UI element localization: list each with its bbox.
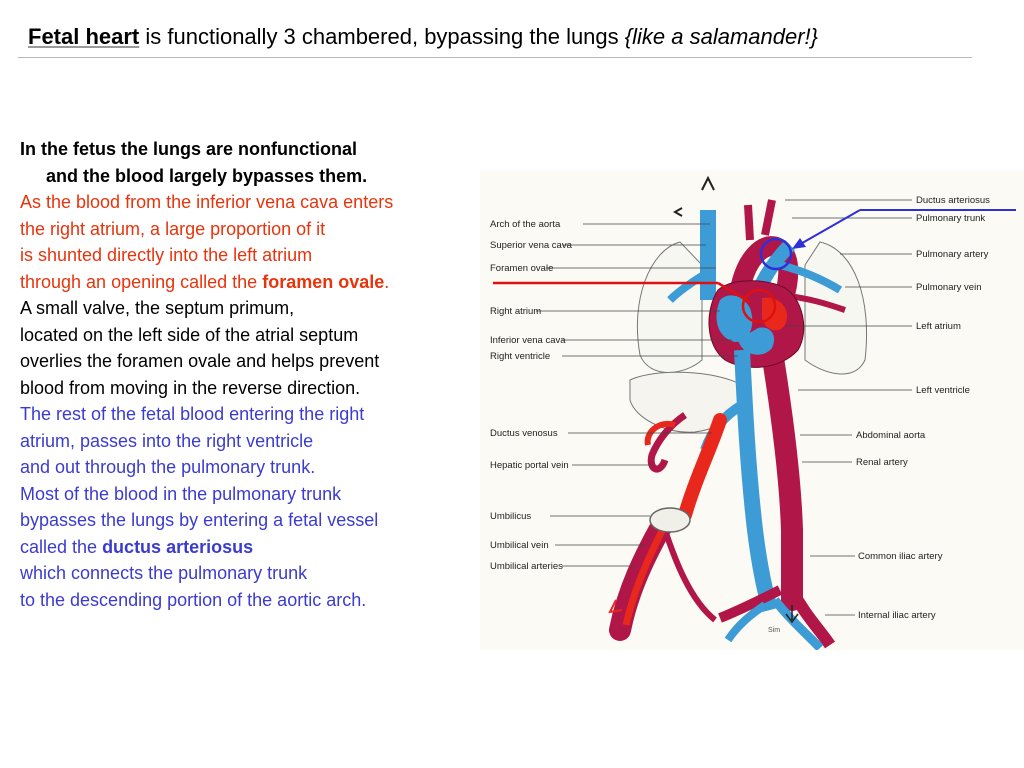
label-common-iliac-artery: Common iliac artery — [858, 551, 943, 562]
left-atrium — [762, 297, 788, 331]
text-line: is shunted directly into the left atrium — [20, 245, 313, 265]
flow-arrow — [608, 599, 623, 614]
umbilical-arteries — [662, 529, 717, 623]
label-right-ventricle: Right ventricle — [490, 351, 550, 362]
label-pulmonary-trunk: Pulmonary trunk — [916, 213, 985, 224]
text-line: In the fetus the lungs are nonfunctional — [20, 139, 358, 159]
text-line: through an opening called the foramen ov… — [20, 269, 393, 296]
flow-arrow — [701, 175, 715, 191]
label-umbilical-vein: Umbilical vein — [490, 540, 549, 551]
slide-title: Fetal heart is functionally 3 chambered,… — [28, 24, 818, 50]
label-umbilical-arteries: Umbilical arteries — [490, 561, 563, 572]
ductus-arteriosus-pointer-line — [796, 209, 861, 247]
label-superior-vena-cava: Superior vena cava — [490, 240, 573, 251]
label-arch-of-aorta: Arch of the aorta — [490, 219, 561, 230]
title-divider — [18, 57, 972, 58]
foramen-ovale-term: foramen ovale — [262, 271, 385, 292]
label-hepatic-portal-vein: Hepatic portal vein — [490, 460, 569, 471]
text-line: and the blood largely bypasses them. — [46, 165, 368, 186]
label-internal-iliac-artery: Internal iliac artery — [858, 610, 936, 621]
arch-branch — [761, 199, 776, 236]
arch-branch — [744, 204, 754, 241]
left-iliac-vein — [771, 597, 824, 650]
inferior-vena-cava — [734, 349, 778, 612]
text-line: The rest of the fetal blood entering the… — [20, 404, 365, 424]
flow-arrow — [785, 605, 799, 624]
fetal-circulation-diagram: Arch of the aorta Superior vena cava For… — [480, 170, 1024, 650]
text-line: A small valve, the septum primum, — [20, 298, 295, 318]
text-fragment: . — [384, 271, 390, 292]
text-line: which connects the pulmonary trunk — [20, 563, 308, 583]
label-ductus-arteriosus: Ductus arteriosus — [916, 195, 990, 206]
text-line: blood from moving in the reverse directi… — [20, 377, 361, 398]
text-fragment: through an opening called the — [20, 271, 263, 292]
ductus-arteriosus-highlight-circle — [759, 237, 793, 271]
pulmonary-artery — [667, 266, 715, 303]
text-line: bypasses the lungs by entering a fetal v… — [20, 510, 379, 530]
arrowhead-icon — [792, 238, 806, 249]
right-ventricle — [738, 327, 775, 355]
label-ductus-venosus: Ductus venosus — [490, 428, 558, 439]
text-line: atrium, passes into the right ventricle — [20, 430, 314, 451]
umbilical-vein — [678, 413, 727, 522]
label-inferior-vena-cava: Inferior vena cava — [490, 335, 566, 346]
title-bold: Fetal heart — [28, 24, 140, 49]
label-abdominal-aorta: Abdominal aorta — [856, 430, 926, 441]
text-line: located on the left side of the atrial s… — [20, 324, 359, 345]
right-leader-lines — [785, 199, 912, 616]
text-line: the right atrium, a large proportion of … — [20, 218, 326, 239]
flow-arrow — [672, 207, 683, 217]
umbilicus-ring — [649, 507, 691, 533]
text-line: called the ductus arteriosus — [20, 534, 393, 561]
right-iliac-vein — [724, 601, 768, 643]
title-normal: is functionally 3 chambered, bypassing t… — [139, 24, 625, 49]
label-foramen-ovale: Foramen ovale — [490, 263, 553, 274]
label-pulmonary-artery: Pulmonary artery — [916, 249, 989, 260]
left-iliac-vessels — [786, 587, 835, 649]
label-left-atrium: Left atrium — [916, 321, 961, 332]
label-umbilicus: Umbilicus — [490, 511, 531, 522]
text-line: overlies the foramen ovale and helps pre… — [20, 351, 380, 371]
foramen-ovale-highlight-circle — [741, 288, 777, 324]
explanation-text: In the fetus the lungs are nonfunctional… — [20, 136, 393, 613]
text-line: Most of the blood in the pulmonary trunk — [20, 483, 342, 504]
text-line: to the descending portion of the aortic … — [20, 589, 367, 610]
ductus-arteriosus-term: ductus arteriosus — [102, 536, 254, 557]
text-line: and out through the pulmonary trunk. — [20, 457, 316, 477]
foramen-ovale-pointer-line — [717, 281, 751, 304]
label-pulmonary-vein: Pulmonary vein — [916, 282, 981, 293]
text-line: As the blood from the inferior vena cava… — [20, 192, 394, 212]
title-italic: {like a salamander!} — [624, 24, 819, 49]
label-renal-artery: Renal artery — [856, 457, 908, 468]
label-right-atrium: Right atrium — [490, 306, 541, 317]
hepatic-vessel — [644, 420, 676, 446]
left-leader-lines — [536, 223, 738, 567]
label-left-ventricle: Left ventricle — [916, 385, 970, 396]
right-iliac-vessels — [718, 585, 783, 623]
text-fragment: called the — [20, 536, 103, 557]
artist-signature: Sim — [768, 627, 780, 634]
